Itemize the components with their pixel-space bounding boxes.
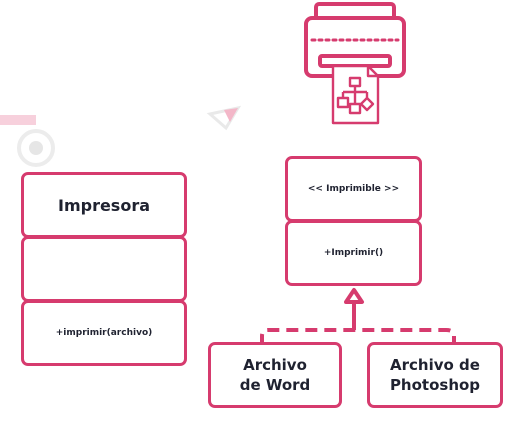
class-impresora-name: Impresora — [21, 172, 187, 238]
archivo-word-line2: de Word — [239, 376, 311, 394]
realization-connector — [260, 288, 456, 346]
decor-stripe — [0, 115, 36, 125]
class-archivo-word: Archivo de Word — [208, 342, 342, 408]
printer-icon — [304, 2, 406, 78]
interface-method-text: +Imprimir() — [323, 248, 384, 258]
class-archivo-photoshop: Archivo de Photoshop — [367, 342, 503, 408]
flowchart-document-icon — [331, 64, 380, 125]
interface-stereotype-text: << Imprimible >> — [307, 184, 400, 194]
decor-dot — [29, 141, 43, 155]
archivo-photoshop-line2: Photoshop — [389, 376, 481, 394]
class-method-text: +imprimir(archivo) — [55, 328, 153, 338]
interface-imprimible-methods: +Imprimir() — [285, 220, 422, 286]
archivo-word-line1: Archivo — [243, 356, 307, 374]
archivo-photoshop-line1: Archivo de — [390, 356, 480, 374]
class-impresora-methods: +imprimir(archivo) — [21, 300, 187, 366]
class-name-text: Impresora — [57, 195, 151, 215]
decor-ring — [17, 129, 55, 167]
decor-triangle-fill — [224, 108, 238, 122]
interface-imprimible-name: << Imprimible >> — [285, 156, 422, 222]
class-impresora-attributes — [21, 236, 187, 302]
